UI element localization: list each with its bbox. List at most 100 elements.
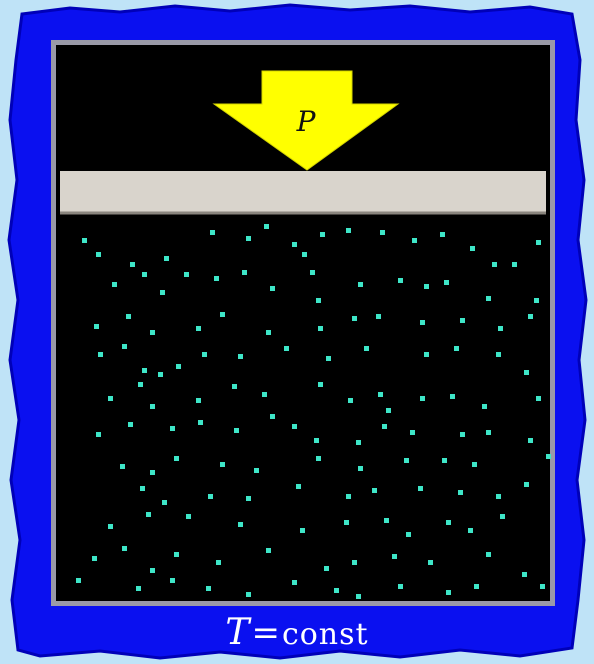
gas-particle	[324, 566, 329, 571]
gas-particle	[446, 520, 451, 525]
gas-particle	[136, 586, 141, 591]
gas-particle	[524, 370, 529, 375]
gas-particle	[174, 456, 179, 461]
gas-particle	[420, 320, 425, 325]
gas-particle	[358, 282, 363, 287]
gas-particle	[262, 392, 267, 397]
temperature-caption: T=const	[0, 606, 594, 660]
gas-particle	[382, 424, 387, 429]
gas-particle	[82, 238, 87, 243]
gas-particle	[246, 236, 251, 241]
gas-particle	[196, 398, 201, 403]
gas-particle	[214, 276, 219, 281]
gas-particle	[472, 462, 477, 467]
gas-particle	[412, 238, 417, 243]
gas-particle	[540, 584, 545, 589]
gas-particle	[410, 430, 415, 435]
gas-particle	[96, 252, 101, 257]
gas-particle	[174, 552, 179, 557]
gas-particle	[398, 278, 403, 283]
gas-particle	[486, 430, 491, 435]
gas-particle	[164, 256, 169, 261]
gas-particle	[310, 270, 315, 275]
gas-particle	[176, 364, 181, 369]
gas-particle	[158, 372, 163, 377]
gas-particle	[314, 438, 319, 443]
gas-particle	[372, 488, 377, 493]
gas-particle	[108, 524, 113, 529]
gas-particle	[398, 584, 403, 589]
gas-particle	[108, 396, 113, 401]
gas-particle	[482, 404, 487, 409]
gas-particle	[424, 352, 429, 357]
gas-particle	[418, 486, 423, 491]
gas-particle	[246, 496, 251, 501]
gas-particle	[458, 490, 463, 495]
gas-particle	[444, 280, 449, 285]
gas-particle	[140, 486, 145, 491]
gas-particle	[184, 272, 189, 277]
gas-particle	[442, 458, 447, 463]
gas-particle	[346, 228, 351, 233]
gas-particle	[468, 528, 473, 533]
gas-particle	[392, 554, 397, 559]
gas-particle	[138, 382, 143, 387]
gas-particle	[146, 512, 151, 517]
gas-particle	[266, 548, 271, 553]
gas-particle	[450, 394, 455, 399]
gas-particle	[424, 284, 429, 289]
gas-particle	[352, 560, 357, 565]
gas-particle	[546, 454, 551, 459]
gas-particle	[220, 312, 225, 317]
pressure-label: P	[286, 104, 326, 140]
gas-particle	[292, 242, 297, 247]
gas-particle	[404, 458, 409, 463]
gas-particle	[150, 330, 155, 335]
gas-particle	[112, 282, 117, 287]
gas-particle	[496, 494, 501, 499]
gas-particle	[486, 552, 491, 557]
gas-particle	[344, 520, 349, 525]
gas-particle	[364, 346, 369, 351]
gas-particle	[534, 298, 539, 303]
gas-particle	[206, 586, 211, 591]
gas-particle	[292, 424, 297, 429]
equals-sign: =	[251, 613, 280, 653]
gas-particle	[142, 272, 147, 277]
gas-particle	[358, 466, 363, 471]
gas-particle	[198, 420, 203, 425]
gas-particle	[528, 438, 533, 443]
gas-particle	[186, 514, 191, 519]
gas-particle	[234, 428, 239, 433]
gas-particle	[380, 230, 385, 235]
gas-particle	[352, 316, 357, 321]
gas-particle	[220, 462, 225, 467]
gas-particle	[524, 482, 529, 487]
gas-particle	[270, 414, 275, 419]
gas-particle	[150, 404, 155, 409]
gas-particle	[92, 556, 97, 561]
gas-particle	[98, 352, 103, 357]
temperature-symbol: T	[225, 612, 249, 653]
gas-particle	[122, 546, 127, 551]
gas-particle	[498, 326, 503, 331]
gas-particle	[208, 494, 213, 499]
gas-particle	[316, 298, 321, 303]
gas-particle	[406, 532, 411, 537]
gas-particle	[470, 246, 475, 251]
gas-particle	[428, 560, 433, 565]
gas-particle	[446, 590, 451, 595]
gas-particle	[170, 578, 175, 583]
gas-particle	[460, 432, 465, 437]
gas-particle	[454, 346, 459, 351]
gas-particle	[496, 352, 501, 357]
gas-particle	[376, 314, 381, 319]
gas-particle	[326, 356, 331, 361]
gas-particle	[356, 594, 361, 599]
gas-particle	[316, 456, 321, 461]
gas-particle	[160, 290, 165, 295]
piston	[60, 171, 546, 213]
gas-particle	[318, 326, 323, 331]
